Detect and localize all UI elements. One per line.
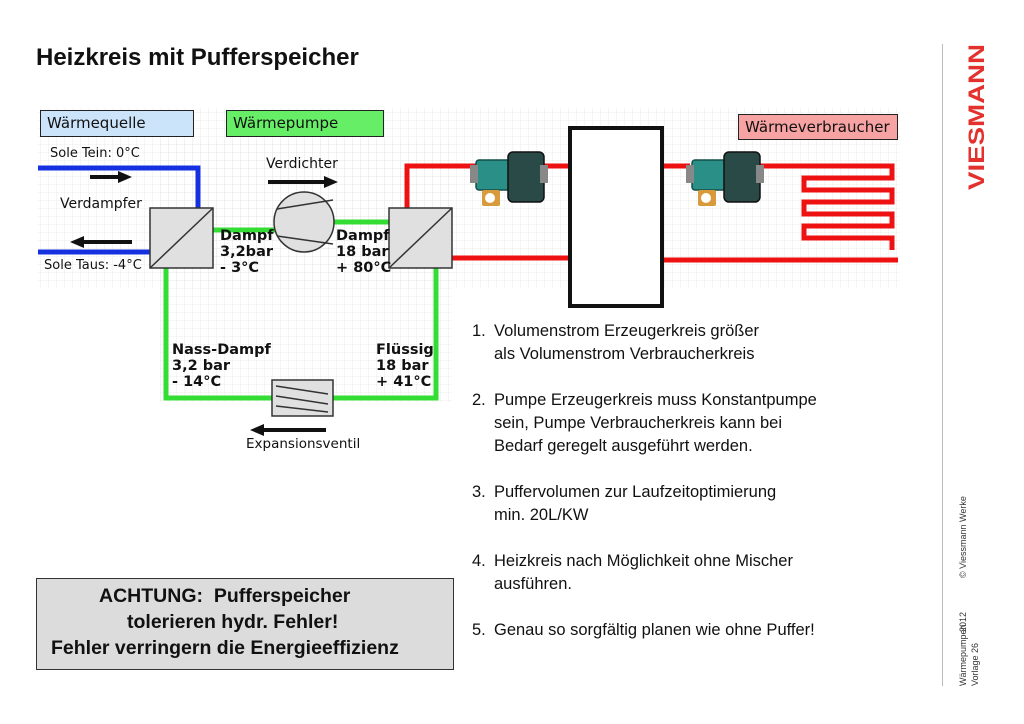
warning-line-3: Fehler verringern die Energieeffizienz	[51, 637, 399, 659]
notes-list: 1.Volumenstrom Erzeugerkreis größer als …	[472, 320, 912, 642]
warning-line-2: tolerieren hydr. Fehler!	[127, 611, 339, 633]
waermeverbraucher-box: Wärmeverbraucher	[738, 114, 898, 140]
pump-consumer-icon	[686, 151, 764, 206]
warning-box: ACHTUNG: Pufferspeicher tolerieren hydr.…	[36, 578, 454, 670]
source-pipes	[38, 165, 201, 255]
verdichter-label: Verdichter	[266, 156, 338, 172]
margin-divider	[942, 44, 943, 686]
evaporator	[149, 207, 214, 269]
sole-tein-label: Sole Tein: 0°C	[50, 146, 140, 161]
page-title: Heizkreis mit Pufferspeicher	[36, 44, 359, 71]
compressor	[273, 191, 335, 253]
note-item: 3.Puffervolumen zur Laufzeitoptimierung …	[472, 483, 777, 524]
nass-dampf-label: Nass-Dampf 3,2 bar - 14°C	[172, 342, 271, 390]
flow-arrows	[70, 171, 338, 436]
viessmann-logo: VIESMANN	[964, 44, 989, 190]
verdampfer-label: Verdampfer	[60, 196, 142, 212]
fluessig-label: Flüssig 18 bar + 41°C	[376, 342, 434, 390]
warning-line-1: ACHTUNG: Pufferspeicher	[99, 585, 351, 607]
consumer-circuit	[662, 163, 898, 263]
note-item: 5.Genau so sorgfältig planen wie ohne Pu…	[472, 621, 815, 639]
note-item: 1.Volumenstrom Erzeugerkreis größer als …	[472, 322, 760, 363]
note-item: 4.Heizkreis nach Möglichkeit ohne Mische…	[472, 552, 793, 593]
refrigerant-loop	[163, 219, 439, 401]
condenser	[388, 207, 453, 269]
dampf-low-label: Dampf 3,2bar - 3°C	[220, 228, 274, 276]
buffer-tank	[568, 126, 664, 308]
svg-text:VIESMANN: VIESMANN	[964, 44, 989, 190]
expansionsventil-label: Expansionsventil	[246, 436, 361, 452]
copyright-text: © Viessmann Werke	[958, 496, 968, 578]
expansion-valve	[271, 379, 334, 417]
dampf-high-label: Dampf 18 bar + 80°C	[336, 228, 392, 276]
sole-taus-label: Sole Taus: -4°C	[44, 258, 142, 273]
pump-generator-icon	[470, 151, 548, 206]
note-item: 2.Pumpe Erzeugerkreis muss Konstantpumpe…	[472, 391, 817, 455]
topic-text: Wärmepumpen	[958, 624, 968, 686]
waermepumpe-box: Wärmepumpe	[226, 110, 384, 137]
waermequelle-box: Wärmequelle	[40, 110, 194, 137]
slide-text: Vorlage 26	[970, 642, 980, 686]
